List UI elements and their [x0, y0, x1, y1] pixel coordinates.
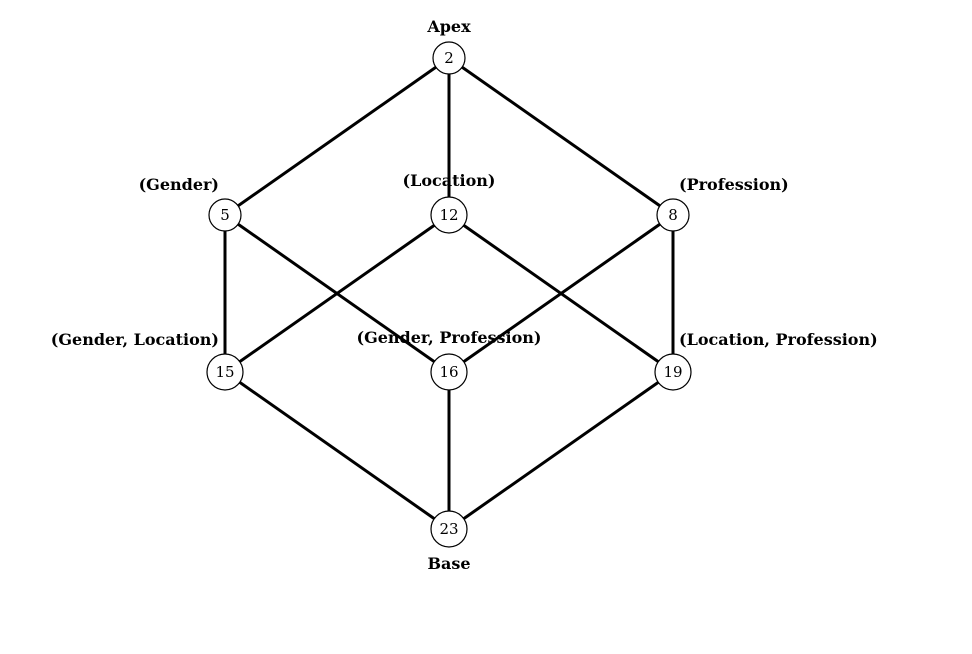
node-profession-value: 8 [668, 206, 678, 224]
edge-apex-gender [223, 56, 451, 217]
node-location-profession-label: (Location, Profession) [679, 330, 878, 349]
node-gender-circle [208, 198, 242, 232]
node-gender-location-label: (Gender, Location) [51, 330, 219, 349]
node-gender-profession: 16 (Gender, Profession) [357, 328, 542, 391]
node-apex: 2 Apex [426, 17, 471, 75]
node-apex-circle [432, 41, 466, 75]
edge-gender-location-base [223, 370, 451, 531]
node-profession-circle [656, 198, 690, 232]
node-location-profession-value: 19 [663, 363, 682, 381]
node-location-value: 12 [439, 206, 458, 224]
node-base-circle [430, 510, 468, 548]
node-location: 12 (Location) [403, 171, 496, 234]
node-gender-profession-circle [430, 353, 468, 391]
node-base-label: Base [427, 554, 470, 573]
node-gender-location: 15 (Gender, Location) [51, 330, 244, 391]
node-apex-value: 2 [444, 49, 454, 67]
edge-profession-gender-profession [447, 213, 675, 374]
node-profession-label: (Profession) [679, 175, 789, 194]
node-gender-profession-value: 16 [439, 363, 458, 381]
node-base: 23 Base [427, 510, 471, 573]
node-location-profession-circle [654, 353, 692, 391]
node-gender-location-value: 15 [215, 363, 234, 381]
node-apex-label: Apex [426, 17, 471, 36]
edge-apex-profession [447, 56, 675, 217]
node-location-label: (Location) [403, 171, 496, 190]
edge-location-profession-base [447, 370, 675, 531]
edges-layer [223, 56, 675, 531]
node-profession: 8 (Profession) [656, 175, 789, 232]
node-gender: 5 (Gender) [139, 175, 242, 232]
edge-location-gender-location [223, 213, 451, 374]
node-location-circle [430, 196, 468, 234]
node-gender-label: (Gender) [139, 175, 219, 194]
node-location-profession: 19 (Location, Profession) [654, 330, 878, 391]
node-gender-value: 5 [220, 206, 230, 224]
node-base-value: 23 [439, 520, 458, 538]
node-gender-location-circle [206, 353, 244, 391]
node-gender-profession-label: (Gender, Profession) [357, 328, 542, 347]
